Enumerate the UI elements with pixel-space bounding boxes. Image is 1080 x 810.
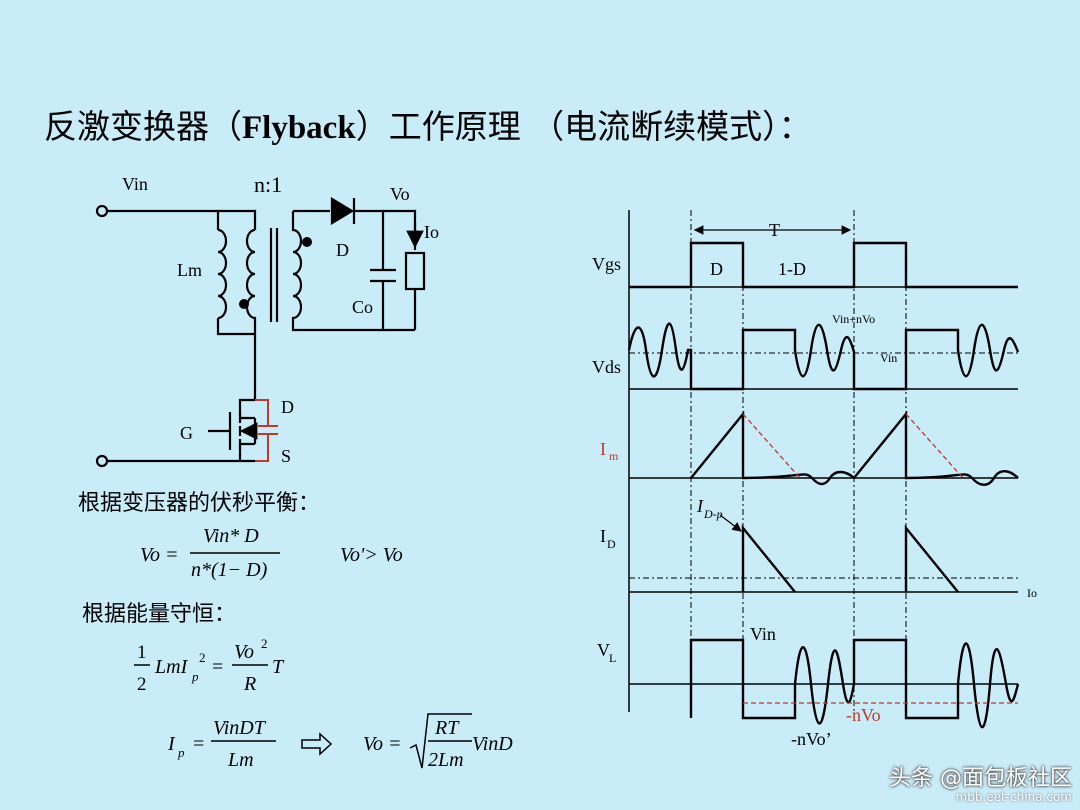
- eq1-denominator: n*(1− D): [191, 559, 268, 581]
- eq2-num: Vo: [234, 641, 254, 663]
- label-ratio: n:1: [254, 172, 282, 197]
- secondary-dot: [302, 237, 312, 247]
- label-idp: I: [696, 496, 704, 516]
- watermark: 头条 @面包板社区 mbb.eet-china.com: [889, 760, 1072, 804]
- label-vin-nvo: Vin+nVo: [832, 312, 875, 326]
- eq4-den: 2Lm: [428, 749, 464, 771]
- label-io-level: Io: [1027, 586, 1037, 600]
- label-co: Co: [352, 297, 373, 317]
- load-resistor: [404, 251, 426, 291]
- eq1-side: Vo'> Vo: [340, 544, 403, 566]
- vgs-wave: [629, 241, 1018, 289]
- label-vgs: Vgs: [592, 254, 621, 274]
- label-drain: D: [281, 397, 294, 417]
- ground-terminal: [95, 454, 109, 468]
- secondary-winding: [291, 211, 415, 332]
- label-vl-vin: Vin: [750, 624, 776, 644]
- eq2-half-num: 1: [137, 642, 147, 663]
- vds-wave: [627, 322, 1020, 391]
- eq4-sqrt: [409, 713, 472, 769]
- eq3-num: VinDT: [213, 717, 267, 739]
- eq4-tail: VinD: [472, 733, 513, 755]
- im-dashed-extension: [742, 413, 964, 479]
- watermark-line1: 头条 @面包板社区: [889, 766, 1072, 791]
- eq2-sub: p: [191, 669, 199, 684]
- title-suffix: ）工作原理 （电流断续模式）：: [355, 107, 812, 146]
- label-nvo2: -nVo’: [791, 729, 832, 749]
- idp-pointer: [719, 514, 742, 532]
- mosfet-source-wire: [107, 444, 255, 463]
- label-im-sub: m: [609, 449, 619, 463]
- implies-arrow-shape: [301, 732, 333, 756]
- label-nvo: -nVo: [846, 705, 881, 725]
- output-diode: [330, 197, 355, 225]
- title-prefix: 反激变换器（: [44, 107, 242, 146]
- eq4-lhs: Vo =: [363, 733, 402, 755]
- label-vo: Vo: [390, 184, 410, 204]
- label-diode: D: [336, 240, 349, 260]
- label-offduty: 1-D: [778, 259, 806, 279]
- eq3-lhs: I: [167, 733, 176, 755]
- heading-energy: 根据能量守恒：: [82, 602, 236, 627]
- eq2-t: T: [272, 656, 285, 678]
- label-io: Io: [424, 222, 439, 242]
- eq1-lhs: Vo =: [140, 544, 179, 566]
- label-id: I: [600, 526, 606, 546]
- label-vds: Vds: [592, 357, 621, 377]
- equation-3: I p = VinDT Lm: [167, 717, 276, 771]
- label-vl-sub: L: [609, 651, 616, 665]
- label-idp-sub: D-p: [703, 507, 723, 521]
- equation-2: 1 2 LmI p 2 = Vo 2 R T: [134, 636, 285, 695]
- primary-dot: [239, 299, 249, 309]
- flyback-circuit: [95, 197, 426, 468]
- eq4-num: RT: [434, 717, 460, 739]
- eq3-eq: =: [193, 733, 204, 755]
- primary-winding: [245, 228, 257, 392]
- label-vin: Vin: [122, 174, 148, 194]
- eq2-lm: LmI: [154, 656, 189, 678]
- label-source: S: [281, 446, 291, 466]
- eq2-num-sup: 2: [261, 636, 268, 651]
- eq3-sub: p: [177, 745, 185, 760]
- coss-wire: [255, 399, 278, 462]
- equation-1: Vo = Vin* D n*(1− D) Vo'> Vo: [140, 525, 403, 581]
- label-duty: D: [710, 259, 723, 279]
- heading-volt-second: 根据变压器的伏秒平衡：: [78, 491, 320, 516]
- page-title: 反激变换器（Flyback）工作原理 （电流断续模式）：: [44, 100, 812, 148]
- eq2-sup: 2: [199, 650, 206, 665]
- waveform-frame: [628, 210, 1018, 712]
- im-wave: [690, 410, 1019, 486]
- mosfet-drain-stub: [240, 416, 255, 446]
- label-im: I: [600, 439, 606, 459]
- output-capacitor: [370, 211, 396, 330]
- eq2-half-den: 2: [137, 674, 147, 695]
- vin-terminal: [95, 204, 109, 218]
- label-lm: Lm: [177, 260, 202, 280]
- eq2-eq: =: [212, 656, 223, 678]
- eq1-numerator: Vin* D: [203, 525, 259, 547]
- label-period: T: [769, 220, 780, 240]
- vl-wave: [689, 638, 1020, 729]
- id-wave: [741, 524, 959, 593]
- label-vl: V: [597, 640, 610, 660]
- eq3-den: Lm: [227, 749, 254, 771]
- implies-arrow: [301, 732, 333, 756]
- mosfet-drain-wire: [238, 392, 257, 416]
- title-bold: Flyback: [242, 110, 356, 146]
- lm-inductor: [217, 228, 228, 320]
- label-id-sub: D: [607, 537, 616, 551]
- eq2-den: R: [243, 673, 256, 695]
- watermark-line2: mbb.eet-china.com: [955, 790, 1072, 804]
- lm-branch: [216, 211, 255, 336]
- output-top-wire: [354, 209, 417, 250]
- label-gate: G: [180, 423, 193, 443]
- primary-top-wire: [107, 209, 257, 230]
- parasitic-capacitor: [255, 399, 278, 462]
- label-vin-small: Vin: [880, 351, 897, 365]
- equation-4: Vo = RT 2Lm VinD: [363, 713, 513, 771]
